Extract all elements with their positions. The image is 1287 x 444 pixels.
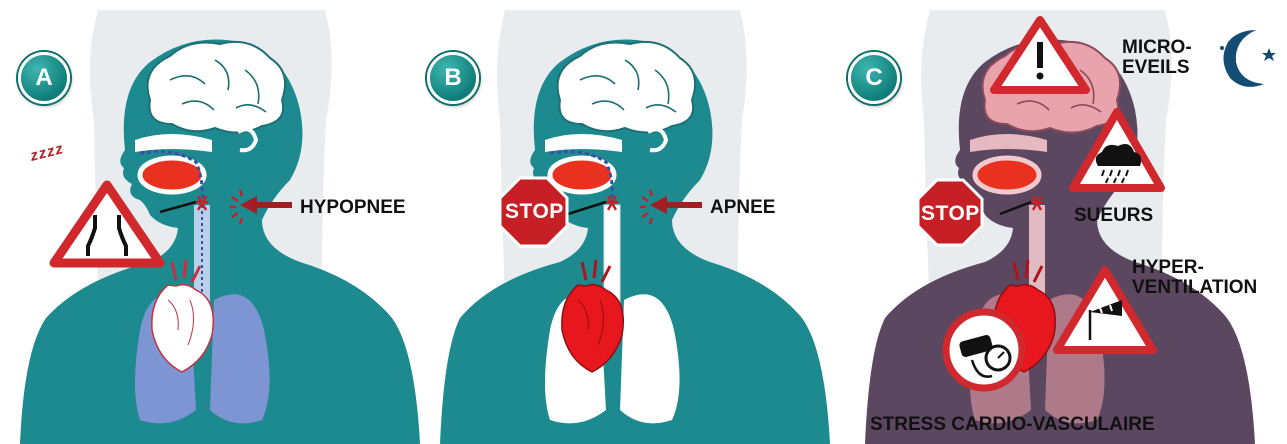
tongue	[550, 158, 614, 192]
label-hyperventilation: HYPER- VENTILATION	[1132, 258, 1257, 298]
apnea-illustration	[430, 0, 860, 444]
panel-badge-c: C	[848, 52, 900, 104]
tongue	[975, 158, 1039, 192]
label-apnee: APNEE	[710, 198, 775, 218]
label-hypopnee: HYPOPNEE	[300, 198, 406, 218]
tongue	[140, 158, 204, 192]
stop-sign-text: STOP	[505, 200, 564, 224]
label-micro-eveils: MICRO- EVEILS	[1122, 38, 1192, 78]
panel-consequences: C STOP MICRO- EVEILS SUEURS HYPER- VENTI…	[860, 0, 1287, 444]
label-stress-cardio: STRESS CARDIO-VASCULAIRE	[870, 415, 1155, 435]
label-sueurs: SUEURS	[1074, 206, 1153, 226]
panel-apnea: B STOP APNEE	[430, 0, 860, 444]
stop-sign-text: STOP	[921, 202, 980, 226]
panel-badge-a: A	[18, 52, 70, 104]
panel-hypopnea: A zzzz HYPOPNEE	[0, 0, 430, 444]
moon-icon	[1213, 19, 1287, 93]
panel-badge-b: B	[427, 52, 479, 104]
blood-pressure-cuff-icon	[946, 312, 1022, 388]
